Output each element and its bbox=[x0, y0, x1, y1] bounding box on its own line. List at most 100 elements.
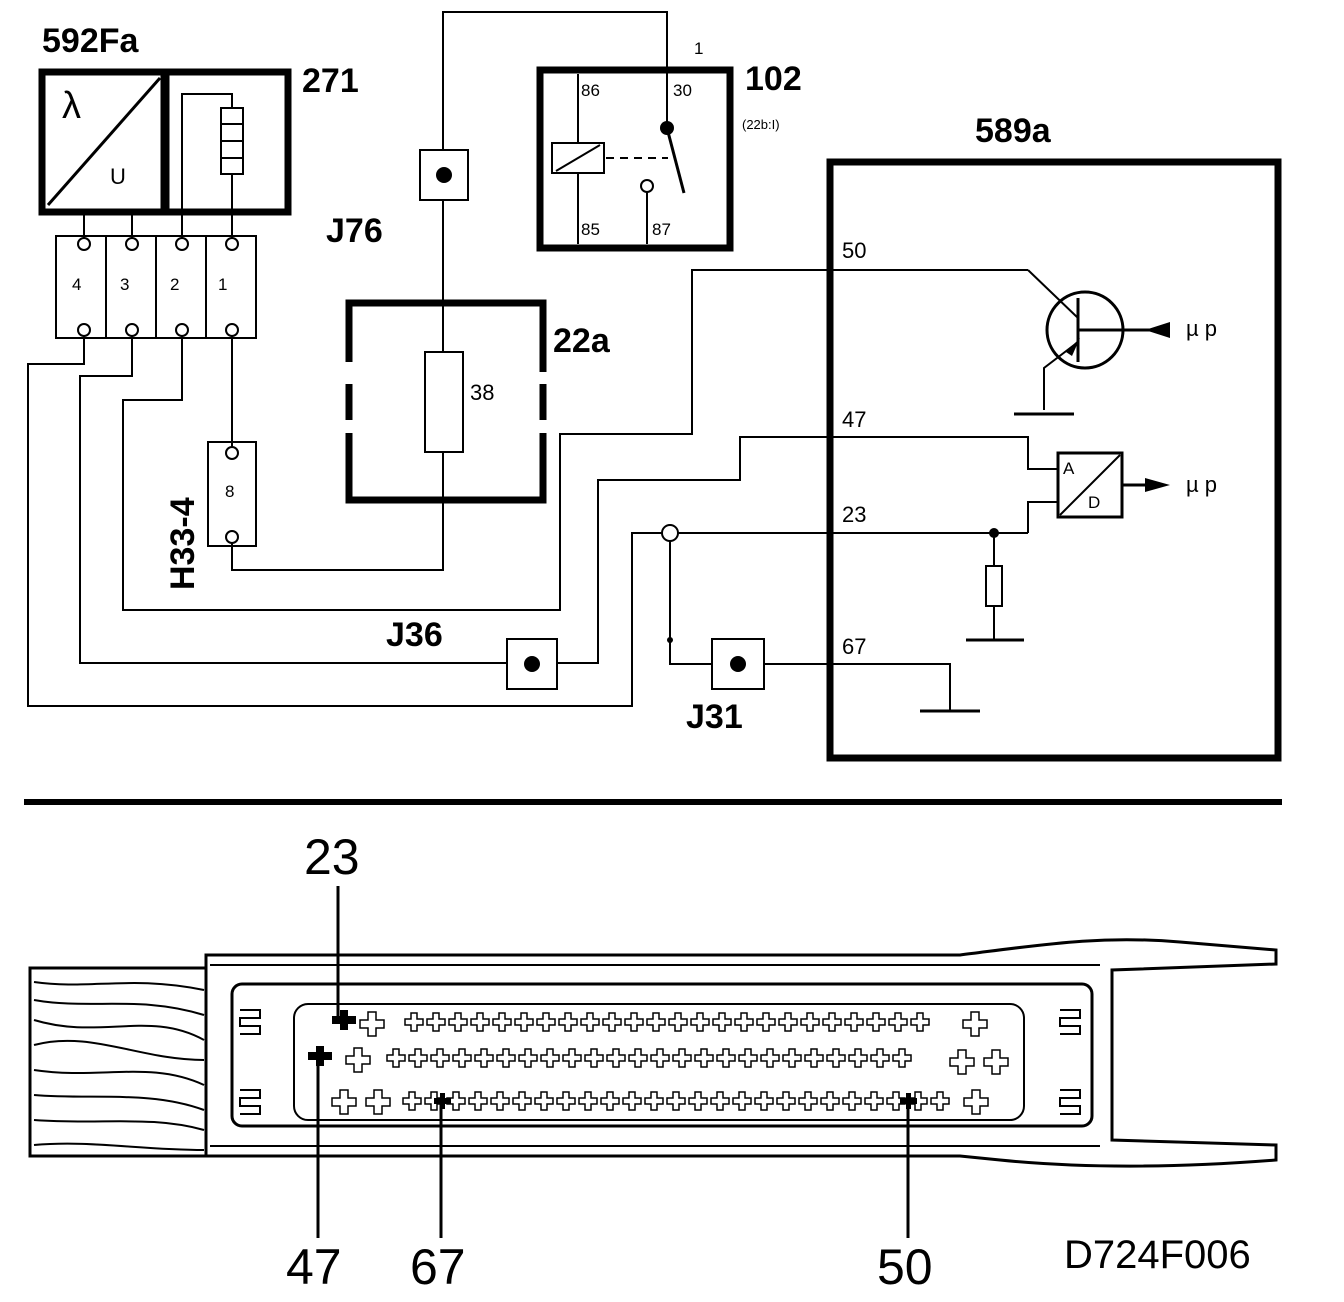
pin-socket bbox=[822, 1012, 842, 1032]
pin-socket bbox=[536, 1012, 556, 1032]
pin-socket bbox=[886, 1091, 906, 1111]
pin-socket bbox=[562, 1048, 582, 1068]
pin-socket bbox=[345, 1047, 371, 1073]
junction-j36: J36 bbox=[386, 616, 558, 690]
pin-socket bbox=[930, 1091, 950, 1111]
pin-socket bbox=[716, 1048, 736, 1068]
pin-socket bbox=[820, 1091, 840, 1111]
pin-socket bbox=[602, 1012, 622, 1032]
pin-socket bbox=[430, 1048, 450, 1068]
pin-socket bbox=[468, 1091, 488, 1111]
callout-67: 67 bbox=[410, 1239, 466, 1295]
relay-102: 1 102 (22b:I) 86 30 85 87 bbox=[536, 39, 802, 252]
relay-pin-top: 1 bbox=[694, 39, 703, 58]
pin-socket bbox=[800, 1012, 820, 1032]
pin-67-marker bbox=[434, 1093, 451, 1109]
relay-pin-87: 87 bbox=[652, 220, 671, 239]
pin-47-marker bbox=[308, 1046, 332, 1066]
pin-socket bbox=[962, 1011, 988, 1037]
callout-50: 50 bbox=[877, 1239, 933, 1295]
lambda-symbol: λ bbox=[62, 85, 81, 127]
fuse-label: 38 bbox=[470, 380, 494, 405]
pin-row-3 bbox=[331, 1089, 989, 1115]
pin-socket bbox=[558, 1012, 578, 1032]
ecu-pin-50: 50 bbox=[842, 238, 866, 263]
pin-socket bbox=[848, 1048, 868, 1068]
pin-socket bbox=[628, 1048, 648, 1068]
j31-label: J31 bbox=[686, 698, 743, 736]
callout-47: 47 bbox=[286, 1239, 342, 1295]
pin-socket bbox=[624, 1012, 644, 1032]
pin-socket bbox=[606, 1048, 626, 1068]
sensor-label: 592Fa bbox=[42, 22, 139, 60]
fusebox-22a: 38 22a bbox=[345, 299, 611, 504]
pin-socket bbox=[672, 1048, 692, 1068]
pin-socket bbox=[359, 1011, 385, 1037]
voltage-symbol: U bbox=[110, 164, 126, 189]
pin-socket bbox=[490, 1091, 510, 1111]
pin-socket bbox=[734, 1012, 754, 1032]
pin-socket bbox=[452, 1048, 472, 1068]
ecu-pin-23: 23 bbox=[842, 502, 866, 527]
pin-socket bbox=[864, 1091, 884, 1111]
pin-socket bbox=[666, 1091, 686, 1111]
adc-d-label: D bbox=[1088, 493, 1100, 512]
pin-socket bbox=[888, 1012, 908, 1032]
pullup-resistor-icon bbox=[985, 565, 1003, 607]
relay-label: 102 bbox=[745, 60, 802, 98]
connector-h33-4: 8 H33-4 bbox=[164, 441, 257, 590]
relay-pin-86: 86 bbox=[581, 81, 600, 100]
pin-socket bbox=[404, 1012, 424, 1032]
wire-splice-icon bbox=[661, 524, 679, 542]
h33-pin-label: 8 bbox=[225, 482, 234, 501]
pin-socket bbox=[474, 1048, 494, 1068]
pin-socket bbox=[756, 1012, 776, 1032]
pin-socket bbox=[408, 1048, 428, 1068]
relay-pin-85: 85 bbox=[581, 220, 600, 239]
callout-23: 23 bbox=[304, 829, 360, 885]
pin-socket bbox=[842, 1091, 862, 1111]
pin-socket bbox=[540, 1048, 560, 1068]
pin-socket bbox=[580, 1012, 600, 1032]
pin-socket bbox=[622, 1091, 642, 1111]
pin-socket bbox=[644, 1091, 664, 1111]
mu-p-label-1: µ p bbox=[1186, 316, 1217, 341]
pin-socket bbox=[386, 1048, 406, 1068]
pin-socket bbox=[892, 1048, 912, 1068]
pin-socket bbox=[963, 1089, 989, 1115]
j36-label: J36 bbox=[386, 616, 443, 654]
relay-pin-30: 30 bbox=[673, 81, 692, 100]
connector-4pin: 4 3 2 1 bbox=[55, 235, 257, 339]
pin-socket bbox=[712, 1012, 732, 1032]
pin-socket bbox=[866, 1012, 886, 1032]
pin-socket bbox=[798, 1091, 818, 1111]
connector-pin-2: 2 bbox=[170, 275, 179, 294]
j76-label: J76 bbox=[326, 212, 383, 250]
pin-socket bbox=[844, 1012, 864, 1032]
mu-p-label-2: µ p bbox=[1186, 472, 1217, 497]
pin-socket bbox=[778, 1012, 798, 1032]
oxygen-sensor-592fa: 592Fa λ U bbox=[38, 22, 168, 216]
ecu-589a: 589a 50 47 23 67 µ p A D µ p bbox=[764, 112, 1282, 762]
pin-socket bbox=[584, 1048, 604, 1068]
pin-socket bbox=[668, 1012, 688, 1032]
relay-sublabel: (22b:I) bbox=[742, 117, 780, 132]
pin-row-1 bbox=[359, 1011, 988, 1037]
pin-socket bbox=[556, 1091, 576, 1111]
pin-socket bbox=[760, 1048, 780, 1068]
pin-socket bbox=[732, 1091, 752, 1111]
junction-j31: J31 bbox=[686, 638, 765, 736]
h33-label: H33-4 bbox=[164, 497, 202, 590]
ecu-connector-drawing: 23 47 67 50 bbox=[28, 829, 1278, 1295]
pin-socket bbox=[870, 1048, 890, 1068]
pin-socket bbox=[782, 1048, 802, 1068]
connector-pin-3: 3 bbox=[120, 275, 129, 294]
pin-socket bbox=[492, 1012, 512, 1032]
pin-socket bbox=[600, 1091, 620, 1111]
pin-23-marker bbox=[332, 1010, 356, 1030]
pin-socket bbox=[804, 1048, 824, 1068]
pin-row-2 bbox=[345, 1047, 1009, 1075]
fuse-38-icon bbox=[424, 351, 464, 453]
pin-socket bbox=[688, 1091, 708, 1111]
